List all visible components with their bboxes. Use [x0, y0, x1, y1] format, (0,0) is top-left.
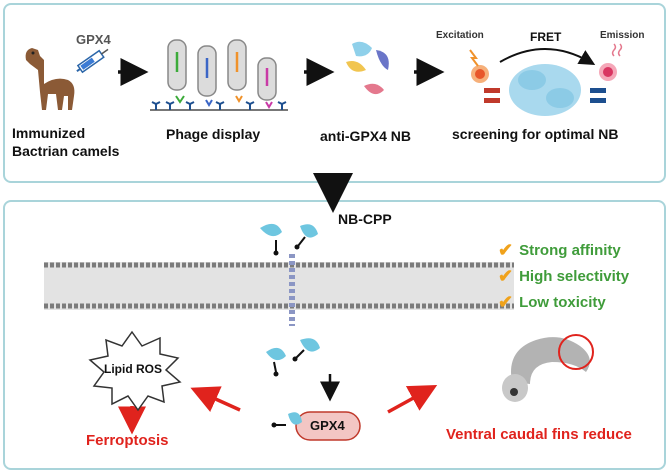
check-icon: ✔	[498, 266, 514, 286]
nb-cpp-label: NB-CPP	[338, 211, 392, 227]
cell-membrane	[44, 262, 514, 310]
nb-cpp-inside-icon	[266, 338, 320, 377]
phage-display-icon	[150, 39, 288, 111]
feature-3: ✔ Low toxicity	[498, 292, 606, 313]
feature-1: ✔ Strong affinity	[498, 240, 621, 261]
gpx4-complex	[271, 411, 361, 441]
ferroptosis-label: Ferroptosis	[86, 432, 169, 449]
fret-screening-icon	[469, 43, 623, 116]
feature-3-label: Low toxicity	[519, 294, 606, 311]
phage-label: Phage display	[166, 126, 261, 142]
camel-label-line1: Immunized	[12, 125, 86, 141]
feature-1-label: Strong affinity	[519, 242, 621, 259]
antigen-label: GPX4	[76, 32, 111, 47]
nb-label: anti-GPX4 NB	[320, 128, 412, 144]
zebrafish-label: Ventral caudal fins reduce	[446, 426, 632, 443]
fret-label: FRET	[530, 30, 562, 44]
check-icon: ✔	[498, 240, 514, 260]
feature-2-label: High selectivity	[519, 268, 630, 285]
camel-label-line2: Bactrian camels	[12, 143, 120, 159]
lipid-ros-burst	[88, 330, 182, 412]
check-icon: ✔	[498, 292, 514, 312]
camel-icon	[25, 48, 75, 110]
gpx4-label: GPX4	[310, 418, 345, 433]
nb-variants-icon	[346, 41, 389, 95]
feature-2: ✔ High selectivity	[498, 266, 629, 287]
nb-cpp-icon	[260, 223, 318, 256]
lipid-ros-label: Lipid ROS	[104, 362, 162, 376]
zebrafish-icon	[502, 334, 594, 402]
syringe-icon	[76, 48, 109, 74]
screen-label: screening for optimal NB	[452, 126, 619, 142]
arrow-to-zebrafish	[387, 384, 438, 414]
arrow-to-ros	[190, 386, 241, 412]
emission-label: Emission	[600, 30, 645, 41]
excitation-label: Excitation	[436, 30, 484, 41]
